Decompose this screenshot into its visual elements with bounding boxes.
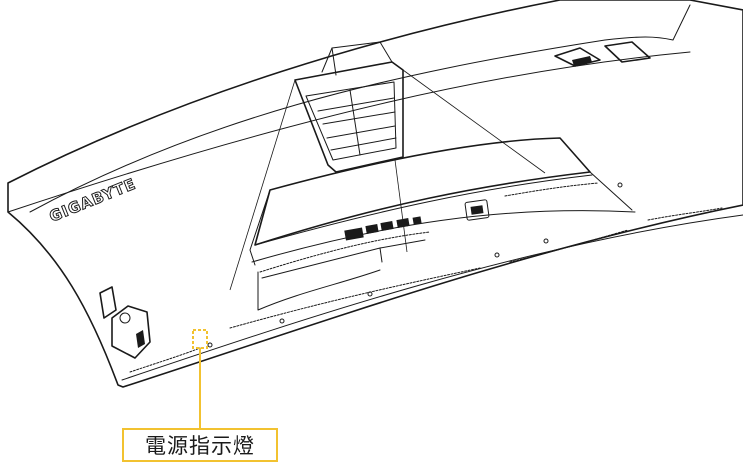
control-buttons bbox=[99, 286, 151, 359]
ventilation-slots bbox=[121, 182, 743, 381]
handle-cutout bbox=[554, 41, 651, 188]
power-indicator-label: 電源指示燈 bbox=[122, 428, 278, 462]
power-led-highlight bbox=[192, 329, 208, 349]
brand-logo-text: GIGABYTE bbox=[47, 175, 139, 226]
brand-logo: GIGABYTE bbox=[46, 174, 139, 226]
vesa-mount-plate bbox=[294, 41, 404, 173]
screw-holes bbox=[207, 238, 549, 348]
power-led-callout bbox=[192, 329, 208, 428]
io-panel bbox=[249, 137, 636, 311]
center-guide-lines bbox=[229, 69, 546, 291]
